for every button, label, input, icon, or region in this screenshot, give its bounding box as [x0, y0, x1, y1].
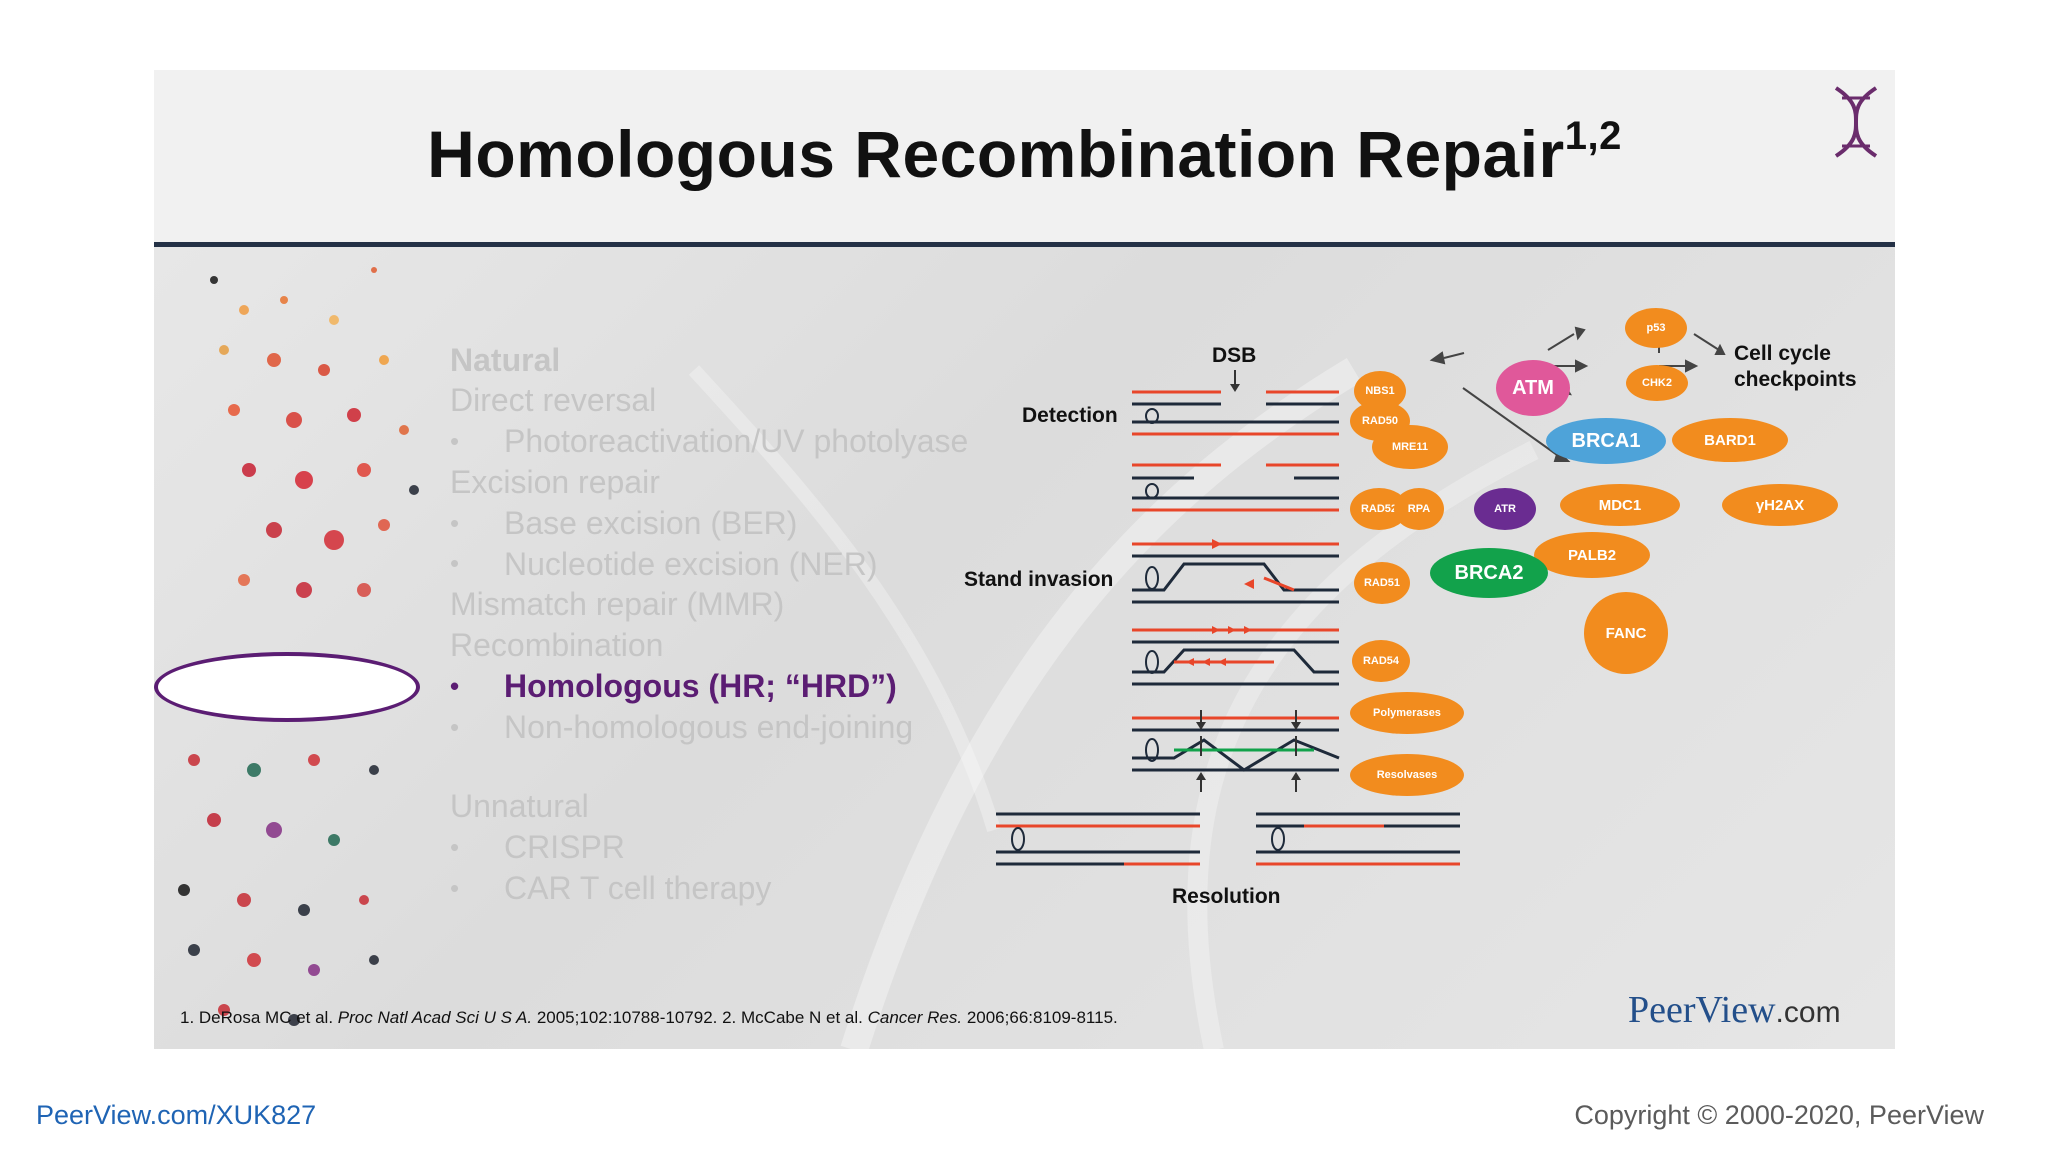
list-homologous: Homologous (HR; “HRD”)	[504, 668, 897, 704]
slide-title: Homologous Recombination Repair1,2	[427, 114, 1622, 191]
strand-diagram	[996, 326, 1792, 866]
list-nhej: Non-homologous end-joining	[504, 709, 914, 745]
references: 1. DeRosa MC et al. Proc Natl Acad Sci U…	[180, 1008, 1118, 1027]
brca2-node: BRCA2	[1430, 548, 1548, 598]
bullet-icon: •	[450, 426, 460, 456]
detection-label: Detection	[1022, 404, 1118, 427]
list-crispr: CRISPR	[504, 829, 625, 865]
list-direct-reversal: Direct reversal	[450, 382, 657, 418]
list-photoreactivation: Photoreactivation/UV photolyase	[504, 423, 969, 459]
list-unnatural-heading: Unnatural	[450, 788, 589, 824]
mdc1-node: MDC1	[1560, 484, 1680, 526]
bullet-icon: •	[450, 548, 460, 578]
bullet-icon: •	[450, 832, 460, 862]
atm-node: ATM	[1496, 360, 1570, 416]
bullet-icon: •	[450, 712, 460, 742]
footer-link[interactable]: PeerView.com/XUK827	[36, 1100, 317, 1130]
bullet-icon: •	[450, 508, 460, 538]
title-rule	[154, 242, 1895, 247]
p53-node: p53	[1625, 308, 1687, 348]
dna-icon	[1834, 86, 1878, 158]
gh2ax-node: γH2AX	[1722, 484, 1838, 526]
resolution-label: Resolution	[1172, 885, 1281, 908]
list-ber: Base excision (BER)	[504, 505, 798, 541]
list-excision-repair: Excision repair	[450, 464, 660, 500]
slide: Homologous Recombination Repair1,2 Natur…	[154, 70, 1895, 1049]
list-car-t: CAR T cell therapy	[504, 870, 772, 906]
copyright-text: Copyright © 2000-2020, PeerView	[1574, 1100, 1984, 1130]
peerview-logo: PeerView.com	[1628, 989, 1841, 1031]
bullet-icon: •	[450, 671, 460, 701]
title-band	[154, 70, 1895, 242]
list-mmr: Mismatch repair (MMR)	[450, 586, 785, 622]
dna-dots-illustration	[178, 267, 419, 1026]
atr-node: ATR	[1474, 488, 1536, 530]
palb2-node: PALB2	[1534, 532, 1650, 578]
list-recombination: Recombination	[450, 627, 664, 663]
bard1-node: BARD1	[1672, 418, 1788, 462]
mre11-node: MRE11	[1372, 425, 1448, 469]
brca1-node: BRCA1	[1546, 418, 1666, 464]
list-natural-heading: Natural	[450, 342, 561, 378]
chk2-node: CHK2	[1626, 365, 1688, 401]
fanc-node: FANC	[1584, 592, 1668, 674]
rpa-node: RPA	[1394, 488, 1444, 530]
list-ner: Nucleotide excision (NER)	[504, 546, 878, 582]
checkpoints-label: checkpoints	[1734, 368, 1857, 391]
rad54-node: RAD54	[1352, 640, 1410, 682]
title-superscript: 1,2	[1564, 114, 1622, 158]
bullet-icon: •	[450, 873, 460, 903]
strand-invasion-label: Stand invasion	[964, 568, 1114, 591]
dsb-label: DSB	[1212, 344, 1257, 367]
resolvases-node: Resolvases	[1350, 754, 1464, 796]
cell-cycle-label: Cell cycle	[1734, 342, 1831, 365]
highlight-ellipse	[154, 652, 420, 722]
polymerases-node: Polymerases	[1350, 692, 1464, 734]
rad51-node: RAD51	[1354, 562, 1410, 604]
